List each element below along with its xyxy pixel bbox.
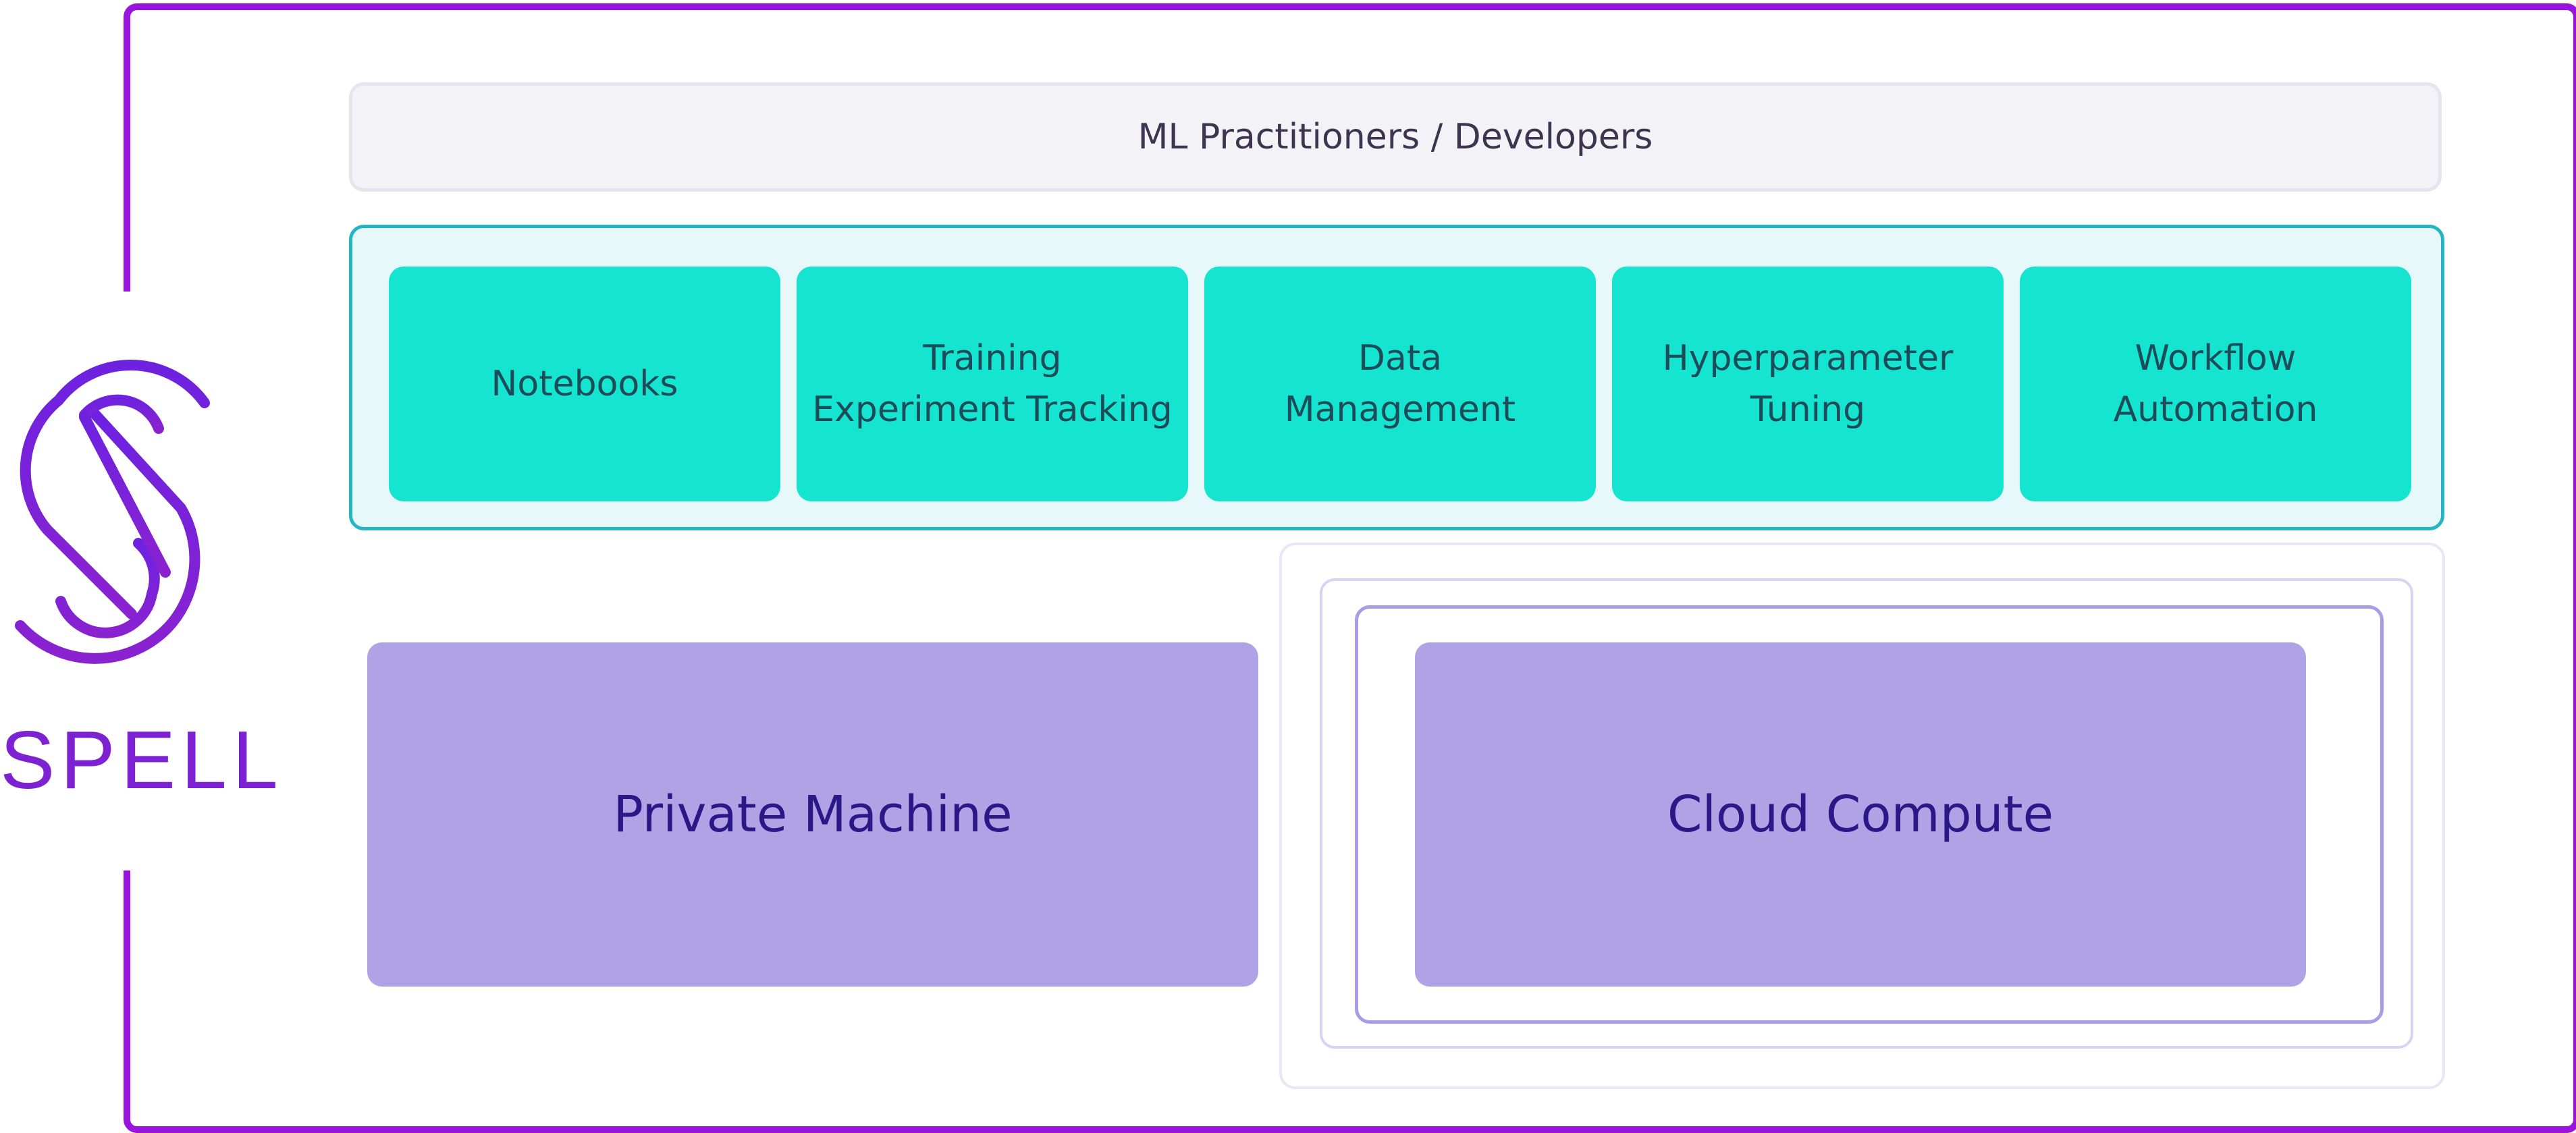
- spell-s-icon: [15, 359, 210, 664]
- tool-label: Training Experiment Tracking: [812, 338, 1173, 430]
- private-machine-block: Private Machine: [367, 642, 1258, 987]
- cloud-inner-ring: [1355, 605, 2384, 1024]
- tool-hyperparameter-tuning: Hyperparameter Tuning: [1612, 267, 2004, 501]
- cloud-middle-ring: [1320, 578, 2413, 1049]
- tool-label: Workflow Automation: [2113, 338, 2318, 430]
- spell-logo: SPELL: [0, 341, 284, 813]
- tool-workflow-automation: Workflow Automation: [2020, 267, 2411, 501]
- cloud-compute-block: Cloud Compute: [1415, 642, 2306, 987]
- tool-label: Hyperparameter Tuning: [1662, 338, 1954, 430]
- spell-wordmark: SPELL: [0, 714, 284, 806]
- cloud-outer-ring: [1279, 543, 2445, 1089]
- tool-data-management: Data Management: [1204, 267, 1596, 501]
- users-layer: ML Practitioners / Developers: [349, 82, 2442, 192]
- frame-gap: [115, 292, 142, 871]
- cloud-compute-label: Cloud Compute: [1667, 785, 2054, 844]
- users-layer-label: ML Practitioners / Developers: [1137, 117, 1653, 157]
- tool-notebooks: Notebooks: [389, 267, 780, 501]
- tool-training-experiment-tracking: Training Experiment Tracking: [797, 267, 1188, 501]
- tool-label: Notebooks: [491, 364, 678, 404]
- tool-label: Data Management: [1284, 338, 1516, 430]
- private-machine-label: Private Machine: [613, 785, 1013, 844]
